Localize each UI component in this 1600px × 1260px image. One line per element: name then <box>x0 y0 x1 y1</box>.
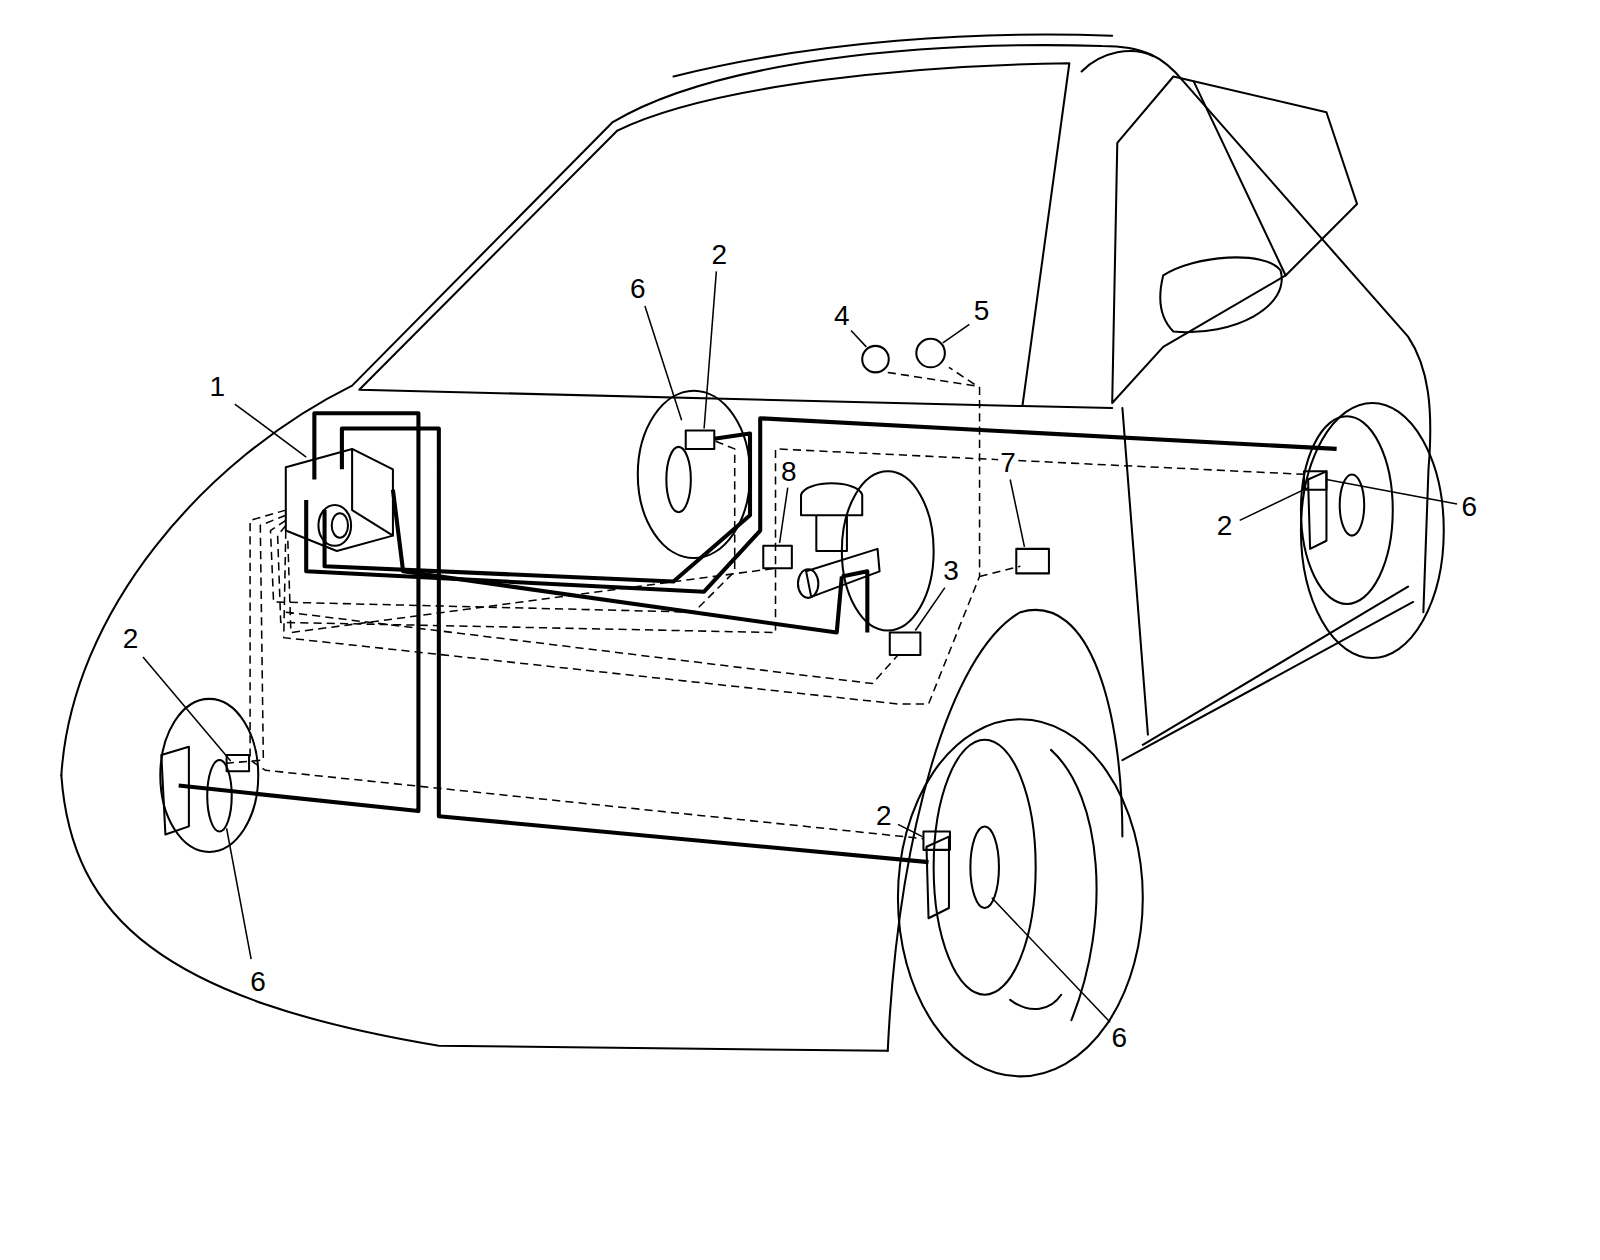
brake-disc <box>638 391 750 558</box>
brake-line <box>306 418 1336 591</box>
callout-number: 3 <box>941 557 961 585</box>
leader-line <box>645 306 682 420</box>
callout-number: 1 <box>208 373 228 401</box>
callout-number: 2 <box>874 802 894 830</box>
wheel-arch <box>888 610 1123 1051</box>
brake-line <box>342 429 929 863</box>
callout-number: 2 <box>710 241 730 269</box>
callout-number: 6 <box>628 275 648 303</box>
callout-number: 5 <box>972 297 992 325</box>
leader-line <box>143 657 231 761</box>
callout-number: 8 <box>779 458 799 486</box>
wheel-sensor <box>1304 471 1326 489</box>
sensor-wire <box>278 449 1306 633</box>
leader-line <box>915 588 945 631</box>
car-body <box>61 45 1430 775</box>
callout-number: 2 <box>1215 512 1235 540</box>
leader-line <box>992 898 1110 1022</box>
hub <box>970 826 999 908</box>
brake-line <box>393 490 867 633</box>
side-window <box>1112 77 1357 403</box>
leader-line <box>1010 480 1024 547</box>
master-cylinder <box>798 569 818 598</box>
callout-number: 2 <box>121 625 141 653</box>
harness <box>286 541 1021 684</box>
leader-line <box>943 324 970 342</box>
callout-number: 4 <box>832 302 852 330</box>
wheel-sensor <box>686 431 715 449</box>
control-unit <box>763 546 792 568</box>
leader-line <box>780 488 788 543</box>
leader-line <box>235 404 306 457</box>
hub <box>666 447 690 512</box>
car-underside <box>61 775 887 1050</box>
tire-tread <box>1010 750 1096 1020</box>
brake-disc <box>1301 416 1393 604</box>
door-line <box>1122 82 1285 735</box>
control-unit <box>890 633 921 655</box>
callout-number: 6 <box>248 968 268 996</box>
leader-line <box>704 271 716 428</box>
abs-pump <box>332 513 348 537</box>
leader-line <box>227 828 251 959</box>
brake-disc <box>160 699 258 852</box>
leader-line <box>898 824 922 836</box>
brake-line <box>325 434 750 582</box>
callout-number: 6 <box>1110 1024 1130 1052</box>
leader-line <box>1240 488 1308 521</box>
brake-line <box>179 413 419 811</box>
warning-lamp <box>862 346 889 373</box>
sensor-wire <box>227 515 286 763</box>
body-side <box>1022 406 1413 760</box>
tire <box>898 719 1143 1076</box>
tire <box>1301 403 1444 658</box>
warning-lamp <box>916 339 945 368</box>
callout-number: 6 <box>1460 493 1480 521</box>
roof-rail <box>673 34 1153 76</box>
wheel-sensor <box>923 831 950 849</box>
leader-line <box>851 331 866 347</box>
leader-line <box>1326 480 1457 504</box>
sensor-wire <box>270 441 734 612</box>
mirror <box>1160 257 1282 332</box>
caliper <box>161 747 189 835</box>
windshield <box>359 63 1069 406</box>
sensor-wire <box>250 510 923 839</box>
caliper <box>1308 471 1326 549</box>
harness <box>284 367 980 704</box>
callout-number: 7 <box>998 449 1018 477</box>
control-unit <box>1016 549 1049 573</box>
abs-module <box>286 449 393 551</box>
brake-booster <box>842 471 934 630</box>
